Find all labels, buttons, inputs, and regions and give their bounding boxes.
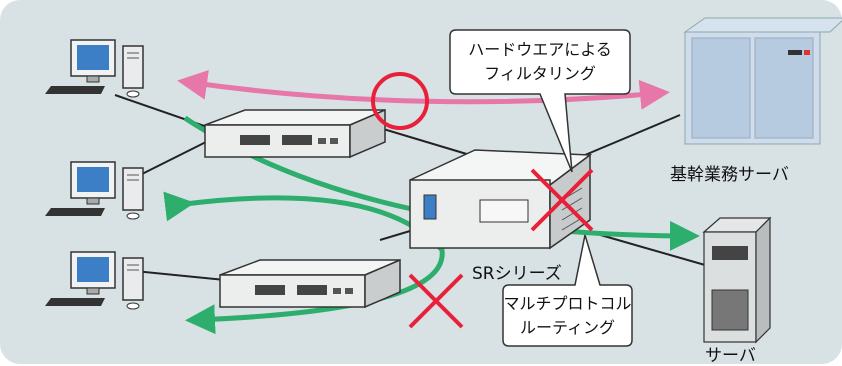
network-switch-icon	[219, 258, 401, 309]
router-icon	[409, 149, 593, 250]
core-server-label: 基幹業務サーバ	[670, 165, 789, 185]
mainframe-server-icon	[683, 17, 842, 145]
server-label: サーバ	[705, 346, 756, 366]
callout-routing-text: マルチプロトコル ルーティング	[503, 292, 632, 340]
callout-filter-line-1: ハードウエアによる	[468, 40, 612, 59]
desktop-pc-icon	[45, 161, 144, 220]
tower-server-icon	[702, 216, 772, 344]
desktop-pc-icon	[45, 251, 144, 310]
callout-filter-line-2: フィルタリング	[484, 64, 596, 83]
network-switch-icon	[204, 108, 386, 159]
callout-routing-line-1: マルチプロトコル	[503, 294, 632, 313]
callout-routing-line-2: ルーティング	[519, 318, 616, 337]
callout-routing-bubble	[502, 234, 633, 347]
circle-permit-icon	[371, 72, 429, 130]
desktop-pc-icon	[45, 39, 144, 98]
callout-filter-text: ハードウエアによる フィルタリング	[450, 38, 630, 86]
callout-filter-bubble	[449, 29, 631, 173]
pink-link-arrow	[177, 69, 670, 110]
cross-deny-icon	[530, 168, 594, 232]
green-route-arrow-mid	[163, 191, 445, 335]
router-label: SRシリーズ	[472, 264, 562, 284]
cross-deny-icon	[408, 273, 464, 329]
